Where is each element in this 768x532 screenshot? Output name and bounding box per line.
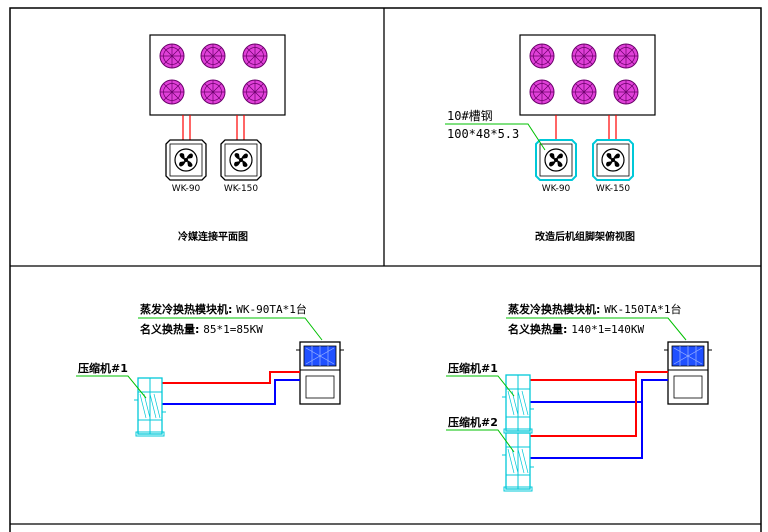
capacity-text: 名义换热量: 85*1=85KW [140, 322, 263, 336]
fan-icon [242, 79, 268, 105]
fan-icon [159, 79, 185, 105]
compressor-label: 压缩机#2 [448, 415, 498, 429]
leader-line [506, 317, 687, 341]
module-spec-text: 蒸发冷换热模块机: WK-90TA*1台 [140, 302, 307, 316]
capacity-text: 名义换热量: 140*1=140KW [508, 322, 644, 336]
compressor-unit [501, 374, 535, 434]
outdoor-unit-wk150 [593, 140, 633, 180]
cold-pipe [528, 379, 668, 403]
panel-top-right: WK-90 WK-150 10#槽钢 100*48*5.3 改造后机组脚架俯视图 [445, 34, 656, 243]
compressor-label: 压缩机#1 [448, 361, 498, 375]
leader-line [138, 317, 323, 341]
annotation-channel-steel: 10#槽钢 [447, 109, 493, 123]
caption-frame-top-view: 改造后机组脚架俯视图 [535, 230, 635, 243]
cold-pipe [528, 402, 643, 459]
hot-pipe [162, 371, 300, 384]
module-spec-text: 蒸发冷换热模块机: WK-150TA*1台 [508, 302, 681, 316]
unit-label-wk150: WK-150 [596, 184, 631, 194]
cold-pipe [162, 379, 300, 405]
fan-icon [529, 43, 555, 69]
caption-plan-view: 冷媒连接平面图 [178, 230, 248, 243]
outdoor-unit-wk150 [221, 140, 261, 180]
hot-pipe [528, 371, 668, 381]
evaporative-module [663, 341, 713, 405]
panel-bottom-right: 蒸发冷换热模块机: WK-150TA*1台 名义换热量: 140*1=140KW… [446, 302, 713, 492]
compressor-label: 压缩机#1 [78, 361, 128, 375]
fan-icon [159, 43, 185, 69]
fan-icon [613, 43, 639, 69]
fan-icon [571, 79, 597, 105]
leader-line [76, 375, 147, 399]
panel-bottom-left: 蒸发冷换热模块机: WK-90TA*1台 名义换热量: 85*1=85KW 压缩… [76, 302, 345, 437]
compressor-unit [133, 377, 167, 437]
drawing-border [9, 7, 762, 532]
fan-icon [613, 79, 639, 105]
fan-icon [529, 79, 555, 105]
leader-line [445, 123, 546, 151]
leader-line [446, 429, 515, 453]
panel-top-left: WK-90 WK-150 冷媒连接平面图 [149, 34, 286, 243]
unit-label-wk90: WK-90 [172, 184, 201, 194]
leader-line [446, 375, 515, 397]
unit-label-wk150: WK-150 [224, 184, 259, 194]
fan-icon [200, 79, 226, 105]
hot-pipe [528, 380, 637, 437]
annotation-dimensions: 100*48*5.3 [447, 127, 519, 141]
fan-icon [571, 43, 597, 69]
fan-icon [200, 43, 226, 69]
outdoor-unit-wk90 [166, 140, 206, 180]
unit-label-wk90: WK-90 [542, 184, 571, 194]
evaporative-module [295, 341, 345, 405]
fan-icon [242, 43, 268, 69]
